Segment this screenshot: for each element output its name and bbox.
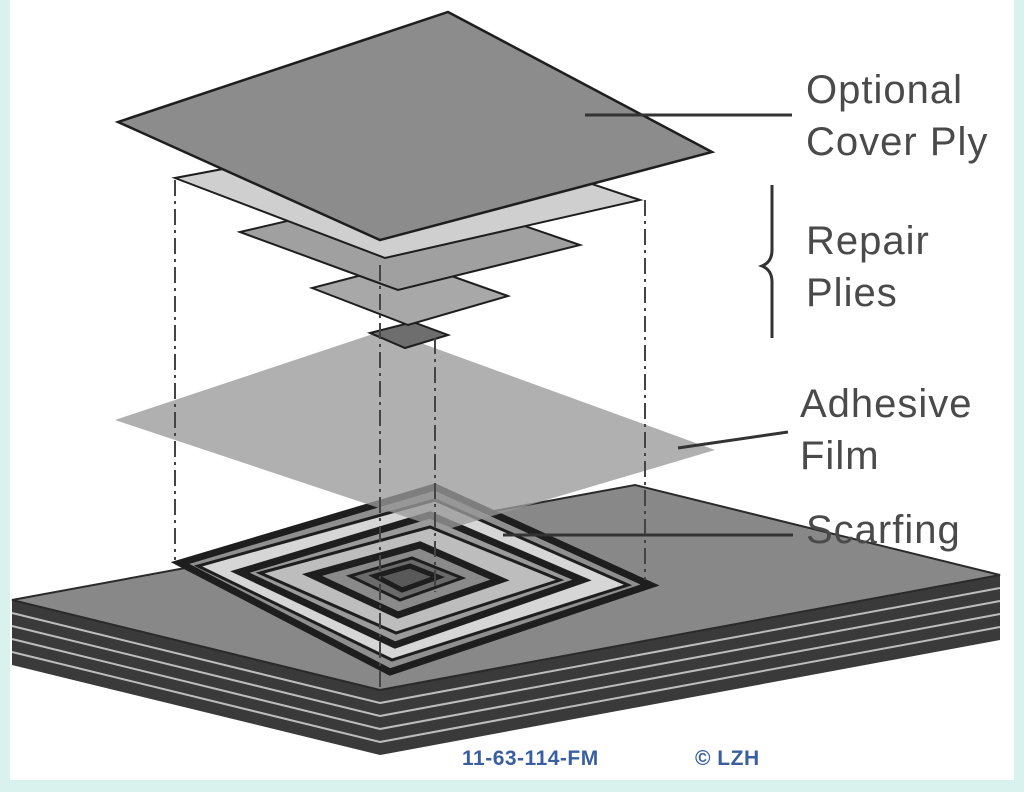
leader-lines — [503, 113, 793, 537]
label-adhesive-line2: Film — [800, 434, 880, 478]
label-adhesive-film: Adhesive Film — [800, 378, 973, 482]
label-adhesive-line1: Adhesive — [800, 382, 973, 426]
copyright-notice: © LZH — [695, 747, 760, 770]
label-optional-cover-ply: Optional Cover Ply — [806, 64, 988, 168]
repair-plies-bracket — [757, 185, 774, 338]
scarfing-steps — [170, 483, 660, 676]
label-optional-line1: Optional — [806, 68, 963, 112]
label-optional-line2: Cover Ply — [806, 120, 989, 164]
label-repair-plies: Repair Plies — [806, 215, 930, 319]
label-repair-line1: Repair — [806, 219, 930, 263]
figure-id: 11-63-114-FM — [462, 747, 599, 770]
leader-adhesive-film — [677, 430, 789, 450]
projection-lines — [174, 180, 646, 690]
laminate-edge-stack — [11, 575, 1001, 755]
repair-ply-4 — [366, 320, 452, 350]
adhesive-film — [115, 330, 715, 530]
label-scarfing: Scarfing — [806, 508, 961, 552]
scarf-step-7 — [368, 563, 446, 593]
label-repair-line2: Plies — [806, 271, 898, 315]
optional-cover-ply — [114, 10, 716, 242]
